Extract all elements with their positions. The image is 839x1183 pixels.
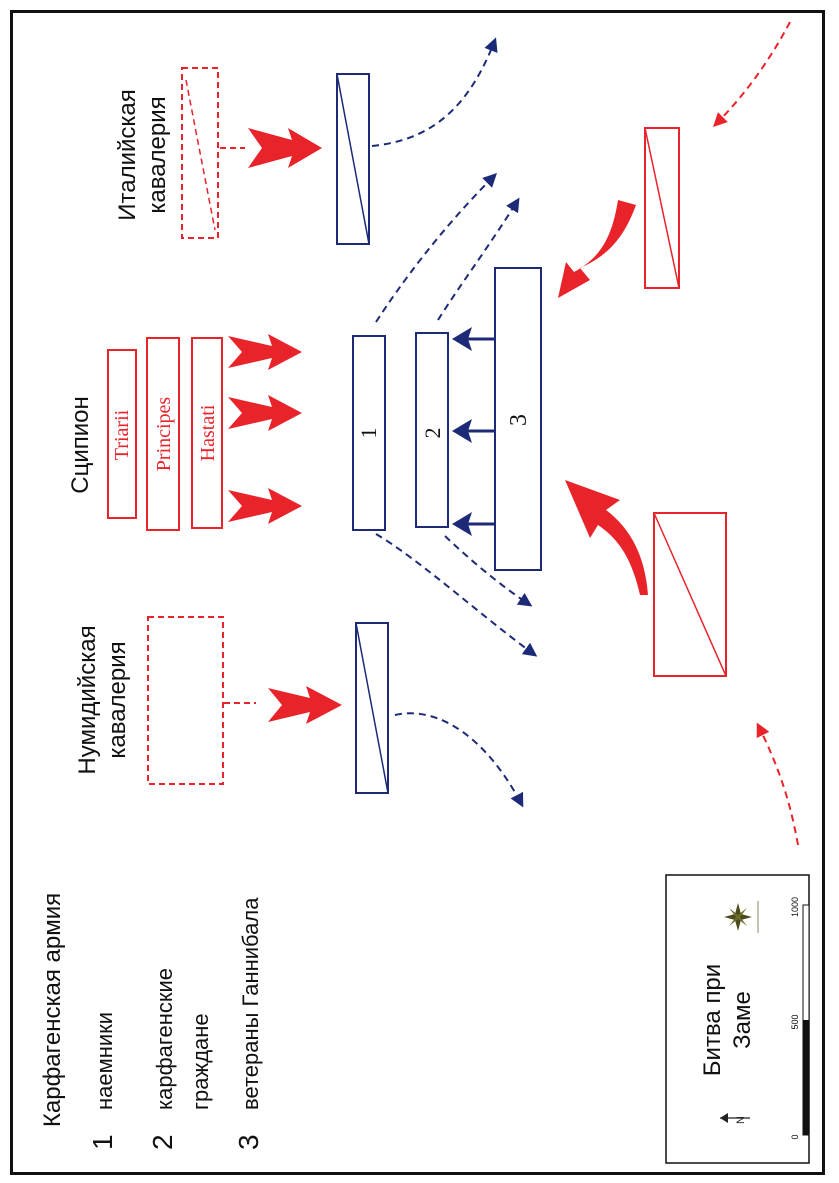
legend-item-3-number: 3	[233, 1134, 264, 1150]
hastati-box	[191, 337, 223, 529]
carthage-line-1-box	[352, 335, 386, 531]
scipio-label: Сципион	[67, 396, 94, 494]
italian-cavalry-attack-arrow	[248, 128, 322, 168]
numidian-cavalry-label-line1: Нумидийская	[74, 625, 101, 774]
numidian-cavalry-label-line2: кавалерия	[104, 641, 131, 758]
scale-tick-1000: 1000	[790, 897, 800, 917]
legend-item-3-text: ветераны Ганнибала	[238, 897, 263, 1110]
triarii-label: Triarii	[111, 409, 133, 460]
roman-infantry-group: Сципион Triarii Principes Hastati	[67, 334, 302, 531]
roman-rear-cavalry-bottom-diagonal	[653, 512, 727, 677]
infobox-title-line1: Битва при	[699, 964, 726, 1076]
compass-rose-icon	[724, 901, 759, 933]
roman-numidian-cavalry-box	[147, 616, 224, 785]
triarii-box	[107, 349, 137, 519]
roman-rear-cavalry-top-diagonal	[644, 127, 680, 289]
carthage-cavalry-left-diagonal	[355, 622, 389, 794]
infobox: Битва при Заме N 0	[665, 874, 810, 1164]
principes-label: Principes	[153, 397, 175, 472]
infantry-attack-arrow-top	[228, 334, 302, 370]
carthage-line-3-label: 3	[506, 414, 532, 426]
advance-arrow-top-head	[452, 327, 472, 351]
hastati-label: Hastati	[197, 404, 219, 461]
roman-rear-cavalry-group	[558, 21, 799, 846]
north-label: N	[735, 1116, 747, 1124]
line2-lower-flank-arrow	[444, 535, 533, 607]
italian-cavalry-group: Италийская кавалерия	[114, 37, 498, 245]
roman-rear-cavalry-top-attack-arrow	[558, 200, 636, 298]
carthage-cavalry-left-box	[355, 622, 389, 794]
infantry-attack-arrow-bottom	[228, 488, 302, 524]
legend-item-1-text: наемники	[92, 1012, 117, 1110]
line1-lower-flank-arrow	[375, 533, 538, 657]
map-frame	[10, 10, 825, 1175]
legend-item-2-number: 2	[147, 1134, 178, 1150]
legend-title: Карфагенская армия	[39, 893, 66, 1127]
roman-italian-cavalry-box	[181, 67, 219, 239]
carthage-infantry-group: 1 2 3	[352, 173, 542, 657]
scale-tick-500: 500	[790, 1014, 800, 1029]
legend: Карфагенская армия 1 наемники 2 карфаген…	[39, 893, 264, 1150]
italian-cavalry-label-line2: кавалерия	[144, 96, 171, 213]
roman-rear-cavalry-bottom-return-arrow	[756, 722, 799, 846]
carthage-cavalry-right-diagonal	[336, 73, 370, 245]
scale-bar-filled-segment	[803, 1020, 809, 1135]
legend-item-1-number: 1	[87, 1134, 118, 1150]
infobox-title-line2: Заме	[729, 991, 756, 1049]
legend-item-2-text-line2: граждане	[188, 1013, 213, 1110]
legend-item-2-text-line1: карфагенские	[152, 968, 177, 1110]
roman-italian-cavalry-diagonal	[185, 79, 216, 231]
infantry-attack-arrow-middle	[228, 395, 302, 431]
numidian-cavalry-group: Нумидийская кавалерия	[74, 616, 524, 808]
roman-rear-cavalry-bottom-attack-arrow	[565, 480, 648, 595]
carthage-line-3-box	[494, 267, 542, 571]
scale-bar: 0 500 1000	[790, 897, 810, 1140]
scale-tick-0: 0	[790, 1134, 800, 1139]
carthage-advance-arrows	[452, 327, 495, 536]
numidian-cavalry-attack-arrow	[268, 686, 342, 724]
roman-rear-cavalry-top-return-arrow	[713, 21, 791, 127]
italian-cavalry-label-line1: Италийская	[114, 89, 141, 221]
carthage-cavalry-right-retreat-arrow	[371, 37, 498, 147]
advance-arrow-middle-head	[452, 419, 472, 443]
carthage-line-2-label: 2	[420, 428, 445, 439]
carthage-cavalry-left-retreat-arrow	[394, 712, 524, 808]
line2-upper-flank-arrow	[437, 197, 520, 321]
carthage-line-1-label: 1	[356, 428, 381, 439]
carthage-line-2-box	[415, 332, 449, 528]
carthage-cavalry-right-box	[336, 73, 370, 245]
north-arrow-icon: N	[720, 1113, 750, 1124]
advance-arrow-bottom-head	[452, 512, 472, 536]
line1-upper-flank-arrow	[375, 173, 497, 323]
roman-rear-cavalry-bottom-box	[653, 512, 727, 677]
roman-rear-cavalry-top-box	[644, 127, 680, 289]
principes-box	[146, 337, 180, 531]
